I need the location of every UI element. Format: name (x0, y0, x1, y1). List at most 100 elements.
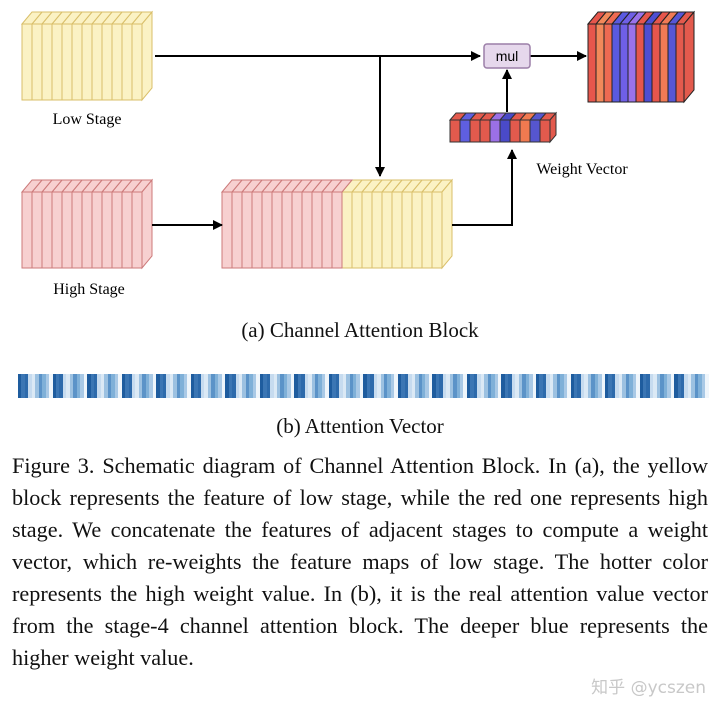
channel-attention-diagram: mul Low Stage High Stage Weight Vector (20, 10, 696, 298)
attention-cell (128, 374, 132, 398)
attention-cell (556, 374, 561, 398)
attention-cell (691, 374, 695, 398)
high-slice-slice (71, 191, 83, 269)
low-slice-slice (131, 23, 143, 101)
attention-cell (567, 374, 571, 398)
attention-cell (239, 374, 243, 398)
attention-cell (649, 374, 654, 398)
concat-slice-slice (421, 191, 433, 269)
concat-slice-slice (331, 191, 343, 269)
attention-cell (52, 374, 56, 398)
output-slice-slice (635, 23, 645, 103)
attention-cell (415, 374, 419, 398)
attention-cell (425, 374, 429, 398)
attention-cell (687, 374, 692, 398)
attention-cell (432, 374, 436, 398)
arrows (152, 51, 587, 230)
attention-cell (670, 374, 675, 398)
output-slice-slice (651, 23, 661, 103)
attention-cell (428, 374, 433, 398)
concat-slice-slice (241, 191, 253, 269)
attention-cell (107, 374, 112, 398)
attention-cell (270, 374, 274, 398)
attention-cell (380, 374, 385, 398)
attention-cell (408, 374, 412, 398)
concat-slice-slice (301, 191, 313, 269)
attention-cell (152, 374, 157, 398)
attention-cell (90, 374, 94, 398)
attention-cell (622, 374, 626, 398)
low-slice-slice (121, 23, 133, 101)
attention-cell (66, 374, 70, 398)
attention-cell (532, 374, 536, 398)
attention-cell (501, 374, 505, 398)
attention-cell (118, 374, 122, 398)
high-stage-block (20, 178, 154, 270)
attention-cell (242, 374, 246, 398)
low-slice-slice (21, 23, 33, 101)
high-slice-slice (131, 191, 143, 269)
attention-cell (494, 374, 498, 398)
attention-cell (225, 374, 229, 398)
mul-label: mul (496, 48, 519, 64)
attention-cell (632, 374, 637, 398)
attention-cell (259, 374, 264, 398)
attention-cell (625, 374, 630, 398)
attention-cell (477, 374, 481, 398)
attention-cell (660, 374, 664, 398)
concat-slice-slice (401, 191, 413, 269)
attention-cell (176, 374, 181, 398)
attention-cell (653, 374, 657, 398)
attention-cell (390, 374, 395, 398)
attention-cell (111, 374, 115, 398)
concat-slice-slice (261, 191, 273, 269)
attention-cell (480, 374, 485, 398)
attention-cell (667, 374, 671, 398)
weight-cell-slice (449, 119, 461, 143)
attention-cell (266, 374, 271, 398)
attention-cell (453, 374, 457, 398)
low-slice-side (141, 10, 153, 102)
low-slice-slice (61, 23, 73, 101)
output-slice-slice (627, 23, 637, 103)
concat-slice-slice (251, 191, 263, 269)
weight-cell-slice (459, 119, 471, 143)
attention-cell (228, 374, 233, 398)
attention-cell (611, 374, 616, 398)
high-slice-slice (111, 191, 123, 269)
attention-cell (235, 374, 239, 398)
attention-cell (487, 374, 492, 398)
attention-cell (446, 374, 450, 398)
concat-slice-slice (231, 191, 243, 269)
attention-cell (356, 374, 360, 398)
attention-cell (677, 374, 681, 398)
attention-cell (214, 374, 219, 398)
attention-cell (156, 374, 160, 398)
attention-cell (546, 374, 550, 398)
attention-cell (38, 374, 43, 398)
low-slice-slice (51, 23, 63, 101)
weight-cell-slice (469, 119, 481, 143)
concat-slice-slice (321, 191, 333, 269)
concat-slice-slice (281, 191, 293, 269)
output-slice-side (683, 10, 695, 104)
attention-cell (573, 374, 578, 398)
output-slice-slice (619, 23, 629, 103)
attention-cell (49, 374, 53, 398)
attention-cell (705, 374, 709, 398)
attention-cell (473, 374, 478, 398)
attention-cell (76, 374, 81, 398)
attention-cell (280, 374, 284, 398)
attention-cell (149, 374, 153, 398)
attention-cell (684, 374, 688, 398)
weight-cell-slice (539, 119, 551, 143)
high-slice-slice (51, 191, 63, 269)
attention-cell (504, 374, 509, 398)
attention-cell (62, 374, 67, 398)
concat-slice-slice (311, 191, 323, 269)
attention-cell (173, 374, 177, 398)
attention-cell (125, 374, 129, 398)
attention-cell (297, 374, 302, 398)
weight-cell-slice (479, 119, 491, 143)
attention-cell (466, 374, 471, 398)
